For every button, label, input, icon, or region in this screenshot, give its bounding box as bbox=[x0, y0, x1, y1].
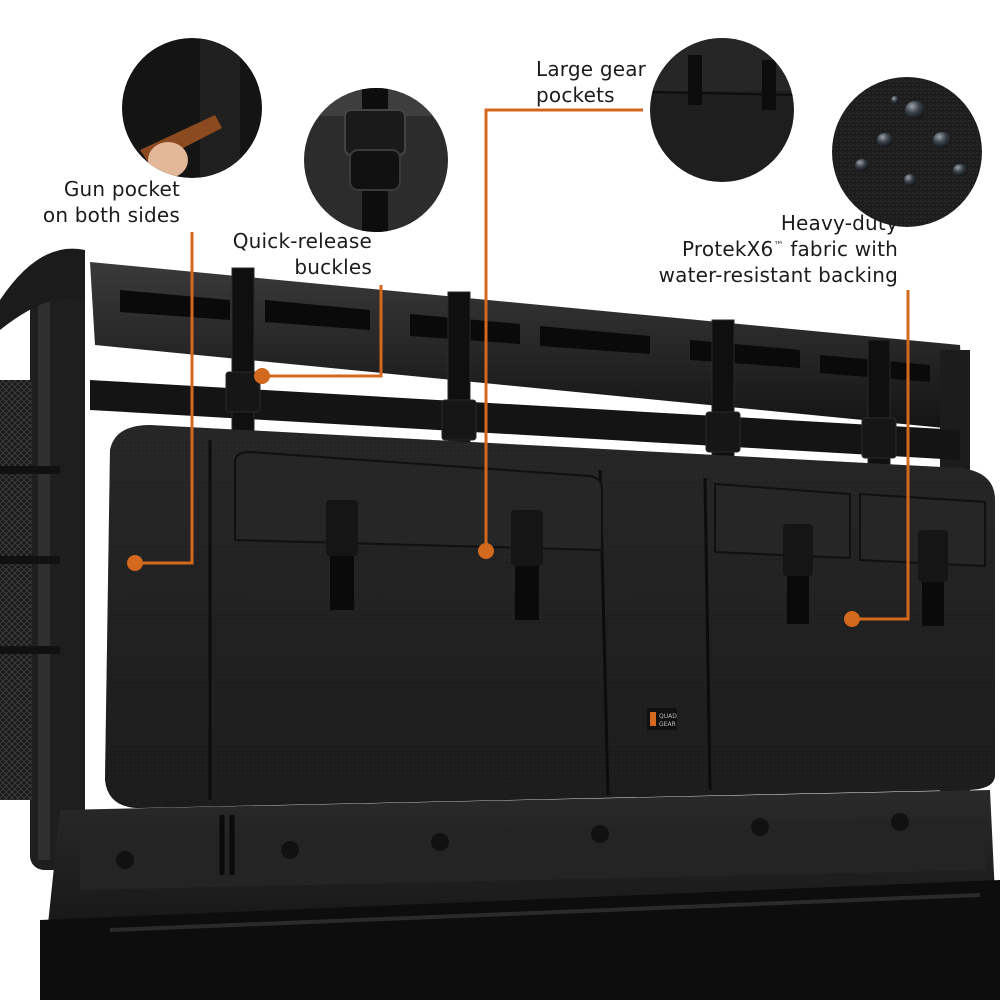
fabric-brand: ProtekX6 bbox=[681, 237, 774, 261]
callout-buckles-line2: buckles bbox=[294, 255, 372, 279]
detail-circle-buckle bbox=[302, 86, 450, 234]
callout-gear-pockets-line2: pockets bbox=[536, 83, 615, 107]
callout-fabric-line3: water-resistant backing bbox=[658, 263, 898, 287]
callout-gun-pocket-line2: on both sides bbox=[42, 203, 180, 227]
callout-fabric-line2: ProtekX6™ fabric with bbox=[659, 236, 898, 262]
callout-gear-pockets-line1: Large gear bbox=[536, 57, 647, 81]
cargo-bed bbox=[40, 790, 1000, 1000]
callout-gun-pocket: Gun pocket on both sides bbox=[43, 176, 180, 228]
callout-dots bbox=[127, 368, 860, 627]
straps bbox=[225, 267, 897, 471]
logo-line1: QUAD bbox=[659, 713, 677, 720]
callout-fabric: Heavy-duty ProtekX6™ fabric with water-r… bbox=[659, 210, 898, 288]
detail-circle-gun-pocket bbox=[120, 36, 264, 180]
logo-line2: GEAR bbox=[659, 721, 676, 728]
callout-gear-pockets: Large gear pockets bbox=[536, 56, 646, 108]
detail-circle-gear-pockets bbox=[648, 36, 796, 184]
callout-buckles: Quick-release buckles bbox=[233, 228, 372, 280]
callout-fabric-line1: Heavy-duty bbox=[780, 211, 898, 235]
detail-circle-fabric bbox=[830, 75, 984, 229]
gun-case-bag: QUAD GEAR bbox=[105, 425, 995, 875]
callout-buckles-line1: Quick-release bbox=[232, 229, 372, 253]
callout-gun-pocket-line1: Gun pocket bbox=[63, 177, 180, 201]
fabric-with: fabric with bbox=[783, 237, 898, 261]
trademark-symbol: ™ bbox=[773, 240, 784, 252]
callout-lines bbox=[135, 108, 910, 621]
